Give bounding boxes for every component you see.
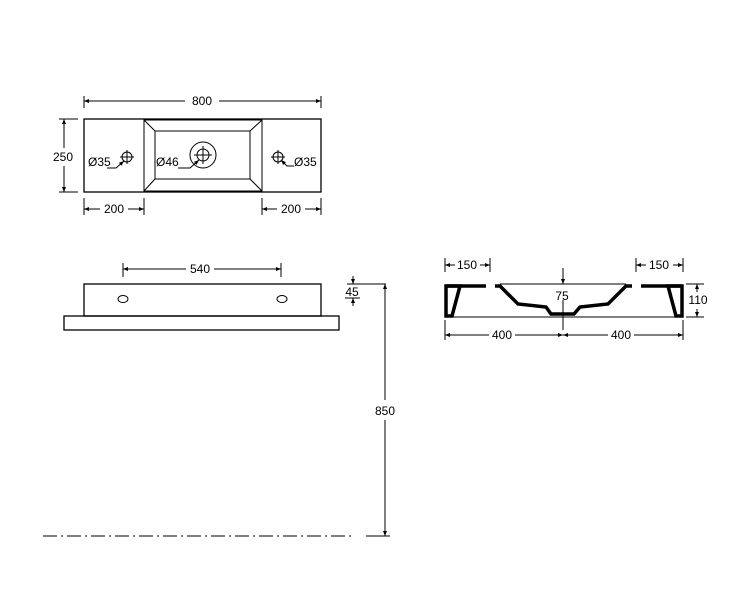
right-half-dimension: 400 bbox=[611, 328, 631, 342]
drain-diameter: Ø46 bbox=[156, 155, 179, 169]
right-rim-dimension: 150 bbox=[649, 258, 669, 272]
bowl-depth-dimension: 75 bbox=[555, 289, 569, 303]
bowl-inner bbox=[154, 130, 251, 180]
thickness-dimension: 45 bbox=[345, 285, 359, 299]
right-offset-dimension: 200 bbox=[281, 202, 301, 216]
section-left-leg bbox=[444, 284, 463, 318]
width-dimension: 800 bbox=[192, 94, 212, 108]
drain-hole bbox=[178, 141, 217, 169]
front-view: 540 45 850 bbox=[43, 262, 395, 537]
left-rim-dimension: 150 bbox=[457, 258, 477, 272]
hole-spacing-dimension: 540 bbox=[190, 262, 210, 276]
left-hole-diameter: Ø35 bbox=[88, 155, 111, 169]
right-tap-hole bbox=[271, 150, 294, 167]
section-view: 150 150 75 110 400 400 bbox=[444, 258, 708, 342]
hole-left bbox=[117, 295, 129, 303]
hole-right bbox=[276, 295, 288, 303]
mount-height-dimension: 850 bbox=[375, 404, 395, 418]
depth-dimension: 250 bbox=[53, 150, 73, 164]
left-offset-dimension: 200 bbox=[104, 202, 124, 216]
countertop bbox=[63, 315, 340, 331]
top-view: 800 250 200 200 Ø35 Ø46 bbox=[53, 94, 322, 216]
section-right-leg bbox=[665, 284, 684, 318]
left-tap-hole bbox=[107, 150, 134, 169]
basin-front bbox=[83, 283, 322, 317]
height-dimension: 110 bbox=[688, 293, 707, 307]
basin-outline bbox=[83, 118, 322, 193]
left-half-dimension: 400 bbox=[492, 328, 512, 342]
right-hole-diameter: Ø35 bbox=[294, 155, 317, 169]
bowl-outer bbox=[143, 119, 263, 192]
